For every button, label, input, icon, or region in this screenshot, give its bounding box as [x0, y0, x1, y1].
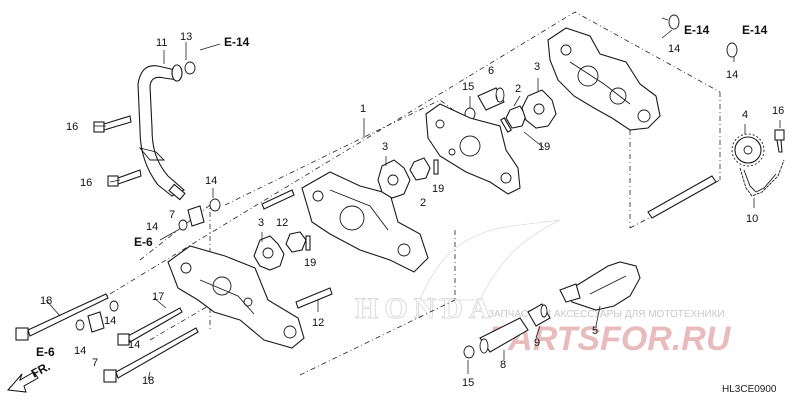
honda-wing-watermark: [419, 219, 561, 301]
callout-number: 11: [156, 37, 167, 49]
relief-valve: [479, 303, 551, 354]
rotor-upper: [500, 89, 557, 133]
pin-19-upper: [500, 117, 512, 133]
callout-number: 16: [80, 177, 92, 189]
washer-15b: [463, 345, 475, 359]
collar-7b: [87, 311, 105, 333]
front-arrow-icon: [6, 371, 39, 393]
callout-numbers: 1 2 2 3 3 3 4 5 6 7 7 8 9 10 11 12 12 13…: [40, 31, 784, 389]
oil-strainer-5: [559, 261, 641, 311]
callout-number: 16: [66, 121, 78, 133]
washer-13: [184, 61, 196, 75]
pump-body-upper: [547, 27, 661, 131]
callout-number: 3: [534, 61, 540, 73]
collars: [87, 205, 205, 333]
callout-number: 14: [668, 43, 680, 55]
pin-19-lower: [305, 235, 311, 251]
shaft-12-lower: [295, 287, 333, 309]
ref-arrow: [159, 229, 179, 241]
callout-number: 3: [382, 141, 388, 153]
callout-number: 10: [746, 213, 758, 225]
callout-number: 16: [772, 105, 784, 117]
callout-number: 14: [726, 69, 738, 81]
washer-14d: [75, 319, 85, 331]
callout-number: 17: [152, 291, 164, 303]
watermark: HONDA ЗАПЧАСТИ И АКСЕССУАРЫ ДЛЯ МОТОТЕХН…: [355, 219, 732, 358]
callout-number: 18: [142, 375, 154, 387]
pump-body-lower: [167, 245, 305, 349]
ref-arrow: [199, 43, 221, 51]
inner-rotor-upper: [505, 105, 527, 129]
watermark-logo: PARTSFOR.RU: [488, 320, 732, 358]
callout-number: 14: [104, 315, 116, 327]
sleeve-6: [477, 87, 505, 111]
washer-14b: [178, 219, 188, 231]
ref-label: E-6: [36, 345, 55, 359]
chain-10: [739, 159, 785, 197]
rotor-middle: [377, 157, 439, 199]
callout-number: 3: [258, 217, 264, 229]
callout-number: 19: [538, 141, 550, 153]
bolt-16-right: [774, 129, 785, 153]
shaft-long: [647, 175, 717, 219]
shaft-12-upper: [261, 189, 295, 210]
callout-number: 12: [276, 217, 288, 229]
washer-14c: [109, 300, 119, 312]
pin-19-middle: [433, 159, 439, 175]
callout-number: 13: [180, 31, 192, 43]
bolt-16-lower: [107, 169, 142, 187]
callout-number: 14: [205, 175, 217, 187]
callout-number: 6: [488, 65, 494, 77]
washer-14e: [668, 14, 680, 30]
washer-14a: [209, 198, 221, 212]
callout-number: 7: [169, 209, 175, 221]
callout-number: 1: [360, 103, 366, 115]
inner-rotor-lower: [285, 231, 307, 253]
reference-labels: E-14 E-14 E-14 E-6 E-6: [36, 23, 768, 359]
callout-number: 2: [515, 83, 521, 95]
callout-number: 15: [462, 377, 474, 389]
callout-number: 7: [92, 357, 98, 369]
callout-number: 19: [432, 183, 444, 195]
oil-pipe: [137, 64, 186, 201]
callout-number: 12: [312, 317, 324, 329]
callout-number: 5: [592, 325, 598, 337]
honda-watermark: HONDA: [355, 292, 497, 325]
leader-lines: [45, 17, 781, 381]
callout-number: 9: [534, 337, 540, 349]
bolt-17: [117, 307, 183, 346]
callout-number: 14: [74, 345, 86, 357]
collar-7a: [187, 205, 205, 227]
washer-14f: [726, 42, 738, 58]
ref-label: E-14: [224, 35, 250, 49]
bolts: [15, 115, 785, 383]
callout-number: 8: [500, 359, 506, 371]
rotor-lower: [253, 189, 333, 309]
watermark-tagline: ЗАПЧАСТИ И АКСЕССУАРЫ ДЛЯ МОТОТЕХНИКИ: [488, 309, 725, 320]
ref-label: E-6: [134, 235, 153, 249]
callout-number: 14: [146, 221, 158, 233]
pump-plate-upper: [425, 103, 521, 195]
bolt-18-lower: [103, 327, 199, 383]
bolt-16-upper: [93, 115, 132, 133]
callout-number: 4: [742, 109, 748, 121]
callout-number: 15: [462, 81, 474, 93]
ref-label: E-14: [684, 23, 710, 37]
inner-rotor-middle: [409, 157, 431, 181]
callout-number: 19: [304, 257, 316, 269]
diagram-code: HL3CE0900: [722, 384, 777, 395]
callout-number: 2: [420, 197, 426, 209]
ref-label: E-14: [742, 23, 768, 37]
callout-number: 18: [40, 295, 52, 307]
callout-number: 14: [128, 339, 140, 351]
pump-plate-middle: [301, 171, 429, 273]
sprocket-4: [731, 133, 765, 167]
front-indicator: FR.: [6, 359, 52, 393]
bolt-18-upper: [15, 293, 109, 341]
